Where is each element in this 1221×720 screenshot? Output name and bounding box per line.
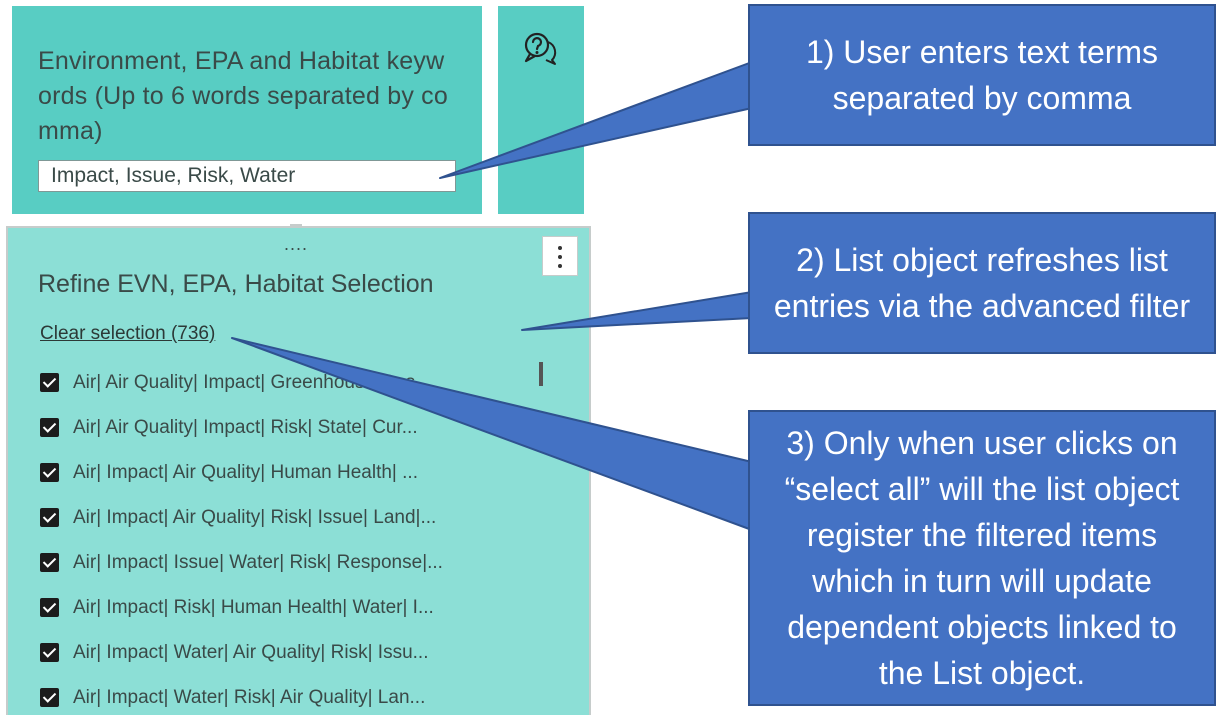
kebab-icon <box>558 255 562 259</box>
list-title: Refine EVN, EPA, Habitat Selection <box>38 270 434 298</box>
list-items: Air| Air Quality| Impact| Greenhouse Gas… <box>40 360 510 720</box>
keyword-input[interactable]: Impact, Issue, Risk, Water <box>38 160 456 192</box>
list-scrollbar[interactable] <box>539 362 543 386</box>
list-object-panel: .... Refine EVN, EPA, Habitat Selection … <box>6 226 591 715</box>
callout-1-pointer <box>439 61 753 179</box>
clear-selection-link[interactable]: Clear selection (736) <box>40 323 216 344</box>
list-item-label: Air| Impact| Air Quality| Risk| Issue| L… <box>73 506 437 528</box>
list-item[interactable]: Air| Impact| Risk| Human Health| Water| … <box>40 585 510 630</box>
list-item[interactable]: Air| Impact| Water| Risk| Air Quality| L… <box>40 675 510 720</box>
callout-1: 1) User enters text terms separated by c… <box>748 4 1216 146</box>
checkbox-checked-icon[interactable] <box>40 508 59 527</box>
checkbox-checked-icon[interactable] <box>40 553 59 572</box>
kebab-icon <box>558 264 562 268</box>
list-item-label: Air| Impact| Risk| Human Health| Water| … <box>73 596 434 618</box>
checkbox-checked-icon[interactable] <box>40 463 59 482</box>
list-item[interactable]: Air| Air Quality| Impact| Risk| State| C… <box>40 405 510 450</box>
checkbox-checked-icon[interactable] <box>40 643 59 662</box>
keyword-filter-label: Environment, EPA and Habitat keywords (U… <box>38 47 448 145</box>
list-item-label: Air| Impact| Water| Air Quality| Risk| I… <box>73 641 429 663</box>
help-panel <box>498 6 584 214</box>
checkbox-checked-icon[interactable] <box>40 418 59 437</box>
list-item-label: Air| Air Quality| Impact| Risk| State| C… <box>73 416 418 438</box>
list-item-label: Air| Impact| Air Quality| Human Health| … <box>73 461 418 483</box>
list-item-label: Air| Impact| Water| Risk| Air Quality| L… <box>73 686 426 708</box>
list-item[interactable]: Air| Impact| Issue| Water| Risk| Respons… <box>40 540 510 585</box>
help-chat-icon[interactable] <box>522 30 558 66</box>
checkbox-checked-icon[interactable] <box>40 373 59 392</box>
checkbox-checked-icon[interactable] <box>40 598 59 617</box>
checkbox-checked-icon[interactable] <box>40 688 59 707</box>
kebab-icon <box>558 246 562 250</box>
list-item[interactable]: Air| Impact| Water| Air Quality| Risk| I… <box>40 630 510 675</box>
more-options-button[interactable] <box>542 236 578 276</box>
list-item-label: Air| Impact| Issue| Water| Risk| Respons… <box>73 551 443 573</box>
drag-dots[interactable]: .... <box>284 234 309 254</box>
list-item[interactable]: Air| Impact| Air Quality| Risk| Issue| L… <box>40 495 510 540</box>
callout-3: 3) Only when user clicks on “select all”… <box>748 410 1216 706</box>
list-item[interactable]: Air| Impact| Air Quality| Human Health| … <box>40 450 510 495</box>
list-item[interactable]: Air| Air Quality| Impact| Greenhouse Gas… <box>40 360 510 405</box>
keyword-filter-panel: Environment, EPA and Habitat keywords (U… <box>12 6 482 214</box>
list-item-label: Air| Air Quality| Impact| Greenhouse Gas… <box>73 371 432 393</box>
callout-2: 2) List object refreshes list entries vi… <box>748 212 1216 354</box>
